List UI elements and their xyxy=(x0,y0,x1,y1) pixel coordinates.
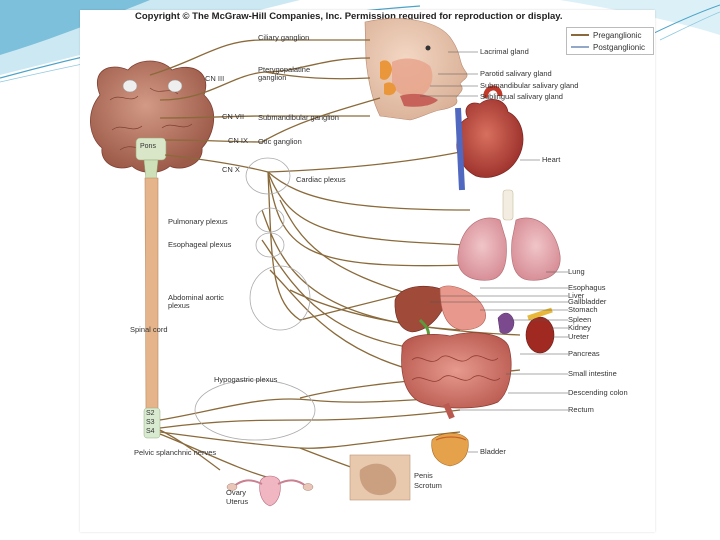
lungs xyxy=(457,189,561,281)
label-pterygopalatine: Pterygopalatine xyxy=(258,65,311,74)
male-genital-inset xyxy=(349,454,411,501)
label-rectum: Rectum xyxy=(568,405,594,414)
label-esophagus: Esophagus xyxy=(568,283,606,292)
label-liver: Liver xyxy=(568,291,585,300)
label-uterus: Uterus xyxy=(226,497,249,506)
label-esophageal-plexus: Esophageal plexus xyxy=(168,240,232,249)
bladder xyxy=(431,432,469,467)
label-spleen: Spleen xyxy=(568,315,592,324)
preganglionic-swatch xyxy=(571,34,589,36)
label-stomach: Stomach xyxy=(568,305,598,314)
leader-lines xyxy=(420,51,568,453)
label-penis: Penis xyxy=(414,471,433,480)
label-hypogastric-plexus: Hypogastric plexus xyxy=(214,375,278,384)
upper-abdominal-organs xyxy=(394,285,555,354)
label-cn-vii: CN VII xyxy=(222,112,245,121)
label-sublingual-gland: Sublingual salivary gland xyxy=(480,92,563,101)
label-pons: Pons xyxy=(140,143,156,150)
legend-label-postganglionic: Postganglionic xyxy=(593,42,646,52)
copyright-notice: Copyright © The McGraw-Hill Companies, I… xyxy=(135,11,563,22)
intestines xyxy=(401,332,512,420)
legend-label-preganglionic: Preganglionic xyxy=(593,30,642,40)
label-kidney: Kidney xyxy=(568,323,591,332)
label-descending-colon: Descending colon xyxy=(568,388,628,397)
label-pulmonary-plexus: Pulmonary plexus xyxy=(168,217,228,226)
label-cn-x: CN X xyxy=(222,165,240,174)
postganglionic-swatch xyxy=(571,46,589,48)
label-pancreas: Pancreas xyxy=(568,349,600,358)
label-submandibular-gland: Submandibular salivary gland xyxy=(480,81,579,90)
label-pelvic-splanchnic-nerves: Pelvic splanchnic nerves xyxy=(134,448,217,457)
label-spinal-cord: Spinal cord xyxy=(130,325,168,334)
label-submandibular-ganglion: Submandibular ganglion xyxy=(258,113,339,122)
label-abdominal-aortic-plexus: plexus xyxy=(168,301,190,310)
plexus-markers xyxy=(194,157,316,441)
label-small-intestine: Small intestine xyxy=(568,369,617,378)
label-gallbladder: Gallbladder xyxy=(568,297,607,306)
label-s4: S4 xyxy=(146,428,155,435)
label-ciliary-ganglion: Ciliary ganglion xyxy=(258,33,310,42)
heart xyxy=(455,85,524,191)
label-abdominal-aortic: Abdominal aortic xyxy=(168,293,224,302)
spinal-cord xyxy=(143,177,161,439)
label-lung: Lung xyxy=(568,267,585,276)
label-s3: S3 xyxy=(146,419,155,426)
label-cn-iii: CN III xyxy=(205,74,225,83)
label-cn-ix: CN IX xyxy=(228,136,249,145)
label-lacrimal-gland: Lacrimal gland xyxy=(480,47,529,56)
label-cardiac-plexus: Cardiac plexus xyxy=(296,175,346,184)
head-profile xyxy=(364,18,468,121)
legend-item-preganglionic: Preganglionic xyxy=(571,29,641,41)
label-pterygopalatine-ganglion: ganglion xyxy=(258,73,287,82)
label-s2: S2 xyxy=(146,410,155,417)
label-ureter: Ureter xyxy=(568,332,589,341)
brain xyxy=(90,60,215,181)
label-heart: Heart xyxy=(542,155,561,164)
legend-item-postganglionic: Postganglionic xyxy=(571,41,645,53)
label-scrotum: Scrotum xyxy=(414,481,442,490)
label-ovary: Ovary xyxy=(226,488,247,497)
female-reproductive xyxy=(226,475,314,507)
label-bladder: Bladder xyxy=(480,447,506,456)
label-parotid-gland: Parotid salivary gland xyxy=(480,69,552,78)
label-otic-ganglion: Otic ganglion xyxy=(258,137,302,146)
legend: Preganglionic Postganglionic xyxy=(566,27,654,55)
